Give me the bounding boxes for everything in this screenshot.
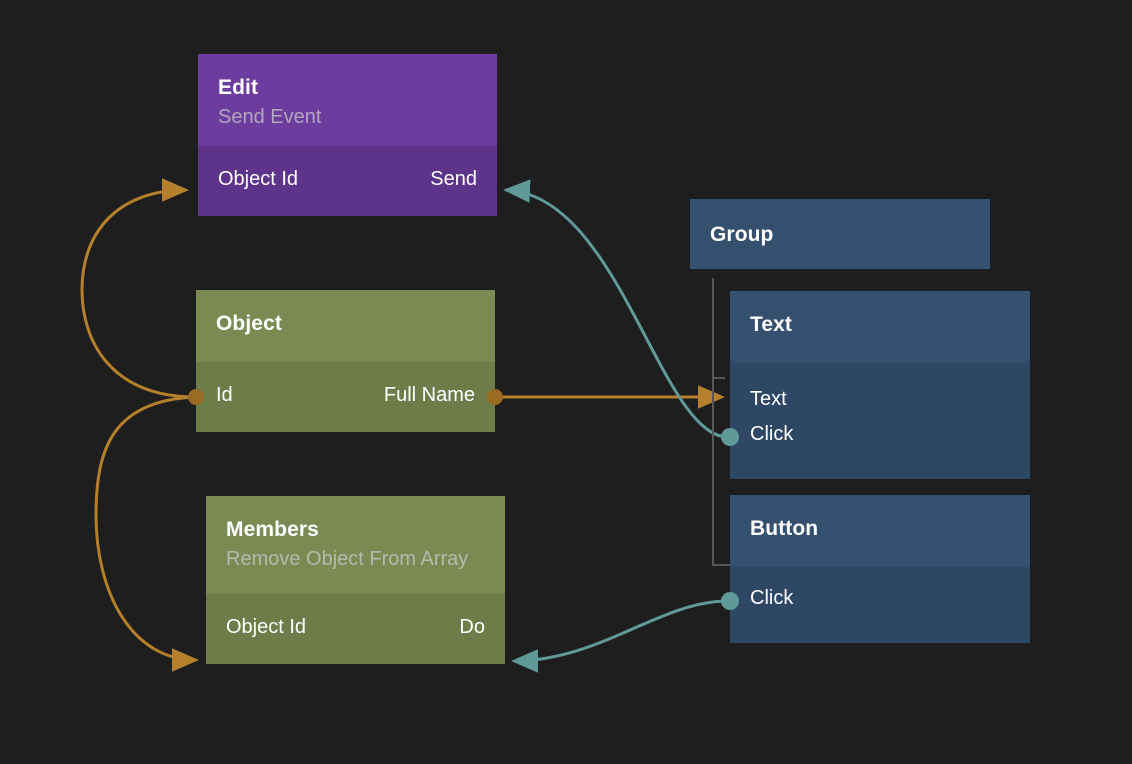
- node-button-title: Button: [750, 517, 819, 540]
- port-input-label: Click: [750, 422, 794, 445]
- port-output-label: Full Name: [383, 383, 475, 406]
- port-input-label: Click: [750, 586, 794, 609]
- port-row[interactable]: Object Id Send: [218, 164, 477, 194]
- port-output-label: Send: [430, 167, 477, 190]
- node-edit[interactable]: Edit Send Event Object Id Send: [198, 54, 497, 216]
- node-button-header: Button: [730, 495, 1030, 567]
- port-input-label: Object Id: [226, 615, 307, 638]
- port-input-label: Object Id: [218, 167, 299, 190]
- port-input-label: Id: [216, 383, 233, 406]
- node-group-title: Group: [710, 223, 774, 246]
- node-object[interactable]: Object Id Full Name: [196, 290, 495, 432]
- port-row[interactable]: Text: [750, 379, 1010, 419]
- node-object-title: Object: [216, 312, 282, 335]
- node-text-body: Text Click: [730, 363, 1030, 479]
- node-group[interactable]: Group: [690, 199, 990, 269]
- node-members[interactable]: Members Remove Object From Array Object …: [206, 496, 505, 664]
- node-members-subtitle: Remove Object From Array: [226, 548, 469, 570]
- node-object-header: Object: [196, 290, 495, 362]
- edge-object-id-to-members-object-id: [94, 395, 199, 672]
- node-button[interactable]: Button Click: [730, 495, 1030, 643]
- node-edit-title: Edit: [218, 76, 259, 99]
- tree-line-branch-text: [712, 377, 725, 379]
- port-row[interactable]: Click: [750, 583, 1010, 613]
- port-output-label: Do: [459, 615, 485, 638]
- node-text[interactable]: Text Text Click: [730, 291, 1030, 479]
- edge-object-id-to-edit-object-id: [80, 178, 197, 399]
- node-members-body: Object Id Do: [206, 594, 505, 664]
- node-members-header: Members Remove Object From Array: [206, 496, 505, 594]
- port-row[interactable]: Object Id Do: [226, 612, 485, 642]
- node-object-body: Id Full Name: [196, 362, 495, 432]
- node-edit-subtitle: Send Event: [218, 106, 322, 128]
- node-text-header: Text: [730, 291, 1030, 363]
- port-input-label: Text: [750, 387, 787, 410]
- tree-line-branch-button: [712, 564, 730, 566]
- tree-line-vertical: [712, 278, 714, 566]
- node-text-title: Text: [750, 313, 793, 336]
- node-button-body: Click: [730, 567, 1030, 643]
- port-row[interactable]: Click: [750, 419, 1010, 449]
- node-edit-body: Object Id Send: [198, 146, 497, 216]
- port-row[interactable]: Id Full Name: [216, 380, 475, 410]
- node-edit-header: Edit Send Event: [198, 54, 497, 146]
- node-members-title: Members: [226, 518, 319, 541]
- edge-button-click-to-members-do: [511, 599, 729, 673]
- node-group-header: Group: [690, 199, 990, 263]
